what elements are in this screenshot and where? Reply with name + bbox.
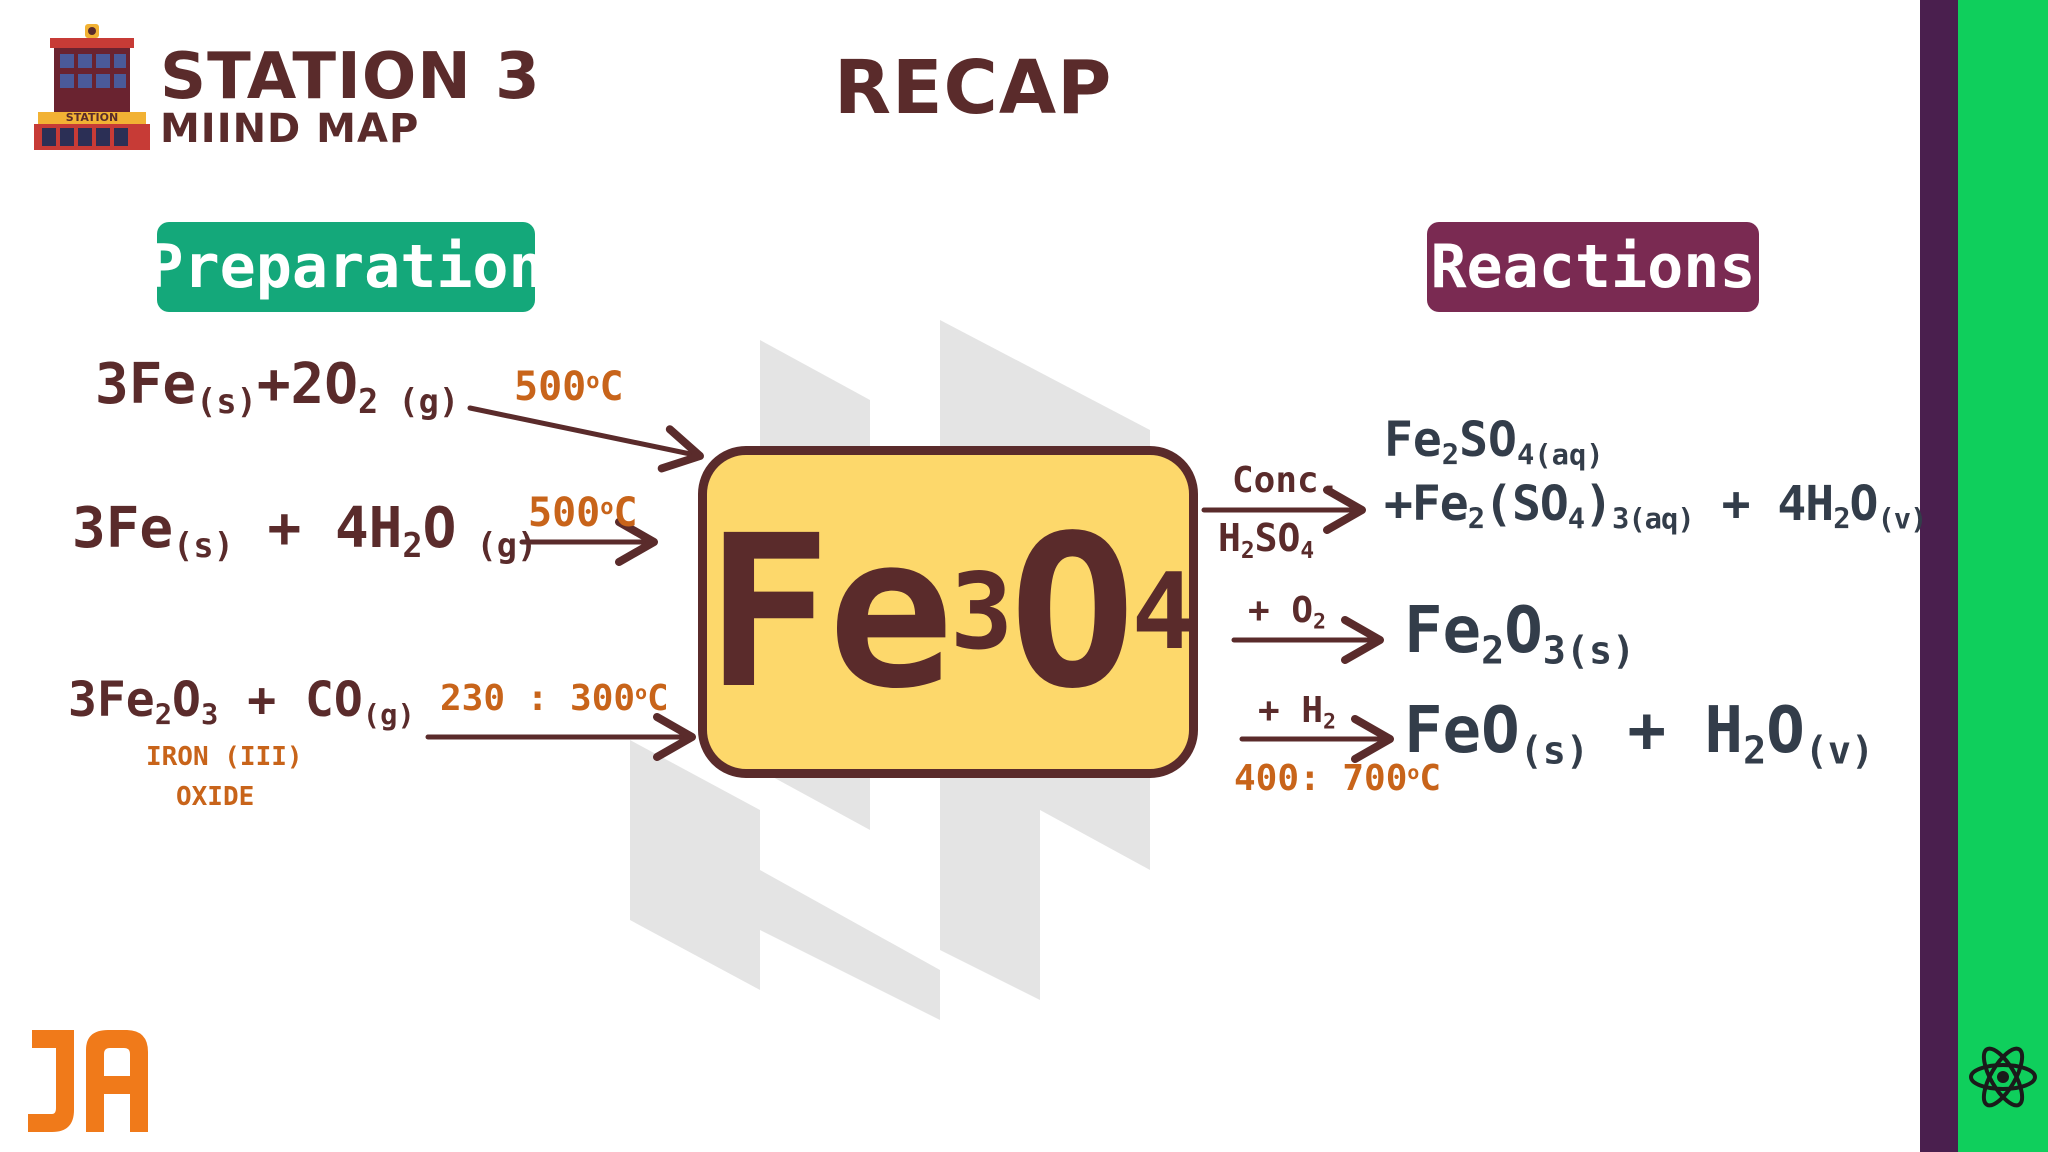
- react-p1l2-a: +Fe: [1384, 476, 1469, 532]
- react-cond-3-unit: C: [1419, 758, 1441, 799]
- react-p1l2-e: O: [1849, 476, 1879, 532]
- react-reagent-1-line2: H2SO4: [1218, 516, 1314, 564]
- react-p3-a: FeO: [1404, 694, 1520, 768]
- react-p1-sub1: 2: [1441, 437, 1460, 472]
- react-product-1-line2: +Fe2(SO4)3(aq) + 4H2O(v): [1384, 476, 1927, 536]
- react-p1-a: Fe: [1384, 412, 1442, 468]
- prep-cond-1-unit: C: [599, 364, 624, 410]
- prep-eq-2-sub-a: (s): [173, 526, 234, 566]
- prep-eq-2-sub-b: 2: [402, 526, 423, 566]
- react-p3-c: O: [1766, 694, 1805, 768]
- prep-eq-1-part-a: 3Fe: [95, 352, 197, 417]
- react-reagent-1-so: SO: [1254, 516, 1301, 560]
- prep-eq-1-part-b: +2O: [256, 352, 358, 417]
- react-p1-b: SO: [1459, 412, 1517, 468]
- prep-eq-2: 3Fe(s) + 4H2O (g): [72, 496, 537, 565]
- react-reagent-2: + O2: [1248, 590, 1326, 634]
- ja-logo: [28, 1030, 148, 1132]
- station-title: STATION 3: [160, 40, 541, 114]
- react-cond-3: 400: 700oC: [1234, 758, 1441, 799]
- prep-eq-1-sub-a: (s): [196, 382, 257, 422]
- prep-eq-2-part-a: 3Fe: [72, 496, 174, 561]
- compound-sub-3: 3: [950, 551, 1013, 673]
- prep-note-line1: IRON (III): [146, 742, 303, 772]
- prep-eq-2-part-c: O: [422, 496, 457, 561]
- prep-eq-3-sub-c: (g): [362, 697, 415, 732]
- prep-eq-3-part-b: O: [172, 672, 201, 728]
- react-reagent-1-sub1: 2: [1240, 537, 1255, 564]
- prep-eq-3-sub-a: 2: [154, 697, 173, 732]
- reactions-pill: Reactions: [1427, 222, 1759, 312]
- react-reagent-1-h: H: [1218, 516, 1241, 560]
- prep-eq-3: 3Fe2O3 + CO(g): [68, 672, 415, 732]
- prep-eq-3-part-a: 3Fe: [68, 672, 155, 728]
- station-badge-text: STATION: [66, 111, 118, 124]
- react-reagent-3-sub: 2: [1323, 709, 1337, 735]
- prep-cond-3-unit: C: [647, 678, 669, 719]
- react-reagent-2-sub: 2: [1313, 609, 1327, 635]
- compound-o: O: [1009, 489, 1135, 735]
- prep-eq-1: 3Fe(s)+2O2 (g): [95, 352, 459, 421]
- react-p1l2-sub3: 3(aq): [1612, 501, 1695, 536]
- compound-sub-4: 4: [1131, 551, 1195, 673]
- react-p1l2-sub2: 4: [1567, 501, 1585, 536]
- prep-eq-2-sub-c: (g): [456, 526, 538, 566]
- arrow-prep-1: [467, 405, 704, 473]
- prep-eq-1-sub-b: 2 (g): [357, 382, 460, 422]
- prep-cond-3-value: 230 : 300: [440, 678, 636, 719]
- prep-cond-1: 500oC: [514, 364, 624, 410]
- sidebar-green-strip: [1958, 0, 2048, 1152]
- react-product-3: FeO(s) + H2O(v): [1404, 694, 1874, 774]
- react-p1-sub2: 4(aq): [1516, 437, 1604, 472]
- react-p2-sub1: 2: [1481, 628, 1505, 674]
- react-p1l2-c: ): [1584, 476, 1613, 532]
- react-p1l2-d: + 4H: [1693, 476, 1835, 532]
- react-cond-3-value: 400: 700: [1234, 758, 1408, 799]
- react-p1l2-b: (SO: [1484, 476, 1569, 532]
- react-p3-sub2: 2: [1743, 728, 1767, 774]
- prep-cond-3: 230 : 300oC: [440, 678, 669, 719]
- prep-eq-3-part-c: + CO: [218, 672, 363, 728]
- prep-eq-2-part-b: + 4H: [233, 496, 403, 561]
- arrows-layer: [425, 405, 1394, 763]
- station-subtitle: MIIND MAP: [160, 106, 420, 152]
- atom-icon: [1969, 1046, 2037, 1108]
- react-p3-sub3: (v): [1804, 728, 1875, 774]
- react-p1l2-sub4: 2: [1833, 501, 1850, 536]
- react-p2-a: Fe: [1404, 594, 1482, 668]
- prep-note-line2: OXIDE: [176, 782, 255, 812]
- react-p2-b: O: [1504, 594, 1543, 668]
- sidebar-purple-strip: [1920, 0, 1958, 1152]
- react-reagent-3: + H2: [1258, 690, 1336, 734]
- react-reagent-1-line1: Conc.: [1232, 460, 1341, 501]
- react-p1l2-sub5: (v): [1877, 501, 1927, 536]
- react-p3-sub1: (s): [1519, 728, 1589, 774]
- prep-cond-1-value: 500: [514, 364, 587, 410]
- react-reagent-3-text: + H: [1258, 690, 1324, 731]
- react-reagent-1-sub2: 4: [1300, 537, 1315, 564]
- prep-eq-3-sub-b: 3: [200, 697, 219, 732]
- compound-fe: Fe: [705, 489, 954, 735]
- react-product-2: Fe2O3(s): [1404, 594, 1635, 674]
- prep-cond-2-unit: C: [613, 490, 638, 536]
- prep-cond-2: 500oC: [528, 490, 638, 536]
- station-building-icon: STATION: [34, 24, 150, 150]
- prep-cond-2-value: 500: [528, 490, 601, 536]
- preparation-pill: Preparation: [147, 222, 545, 312]
- react-p2-sub2: 3(s): [1542, 628, 1636, 674]
- recap-title: RECAP: [834, 45, 1113, 131]
- react-p3-b: + H: [1588, 694, 1744, 768]
- react-product-1-line1: Fe2SO4(aq): [1384, 412, 1604, 472]
- react-reagent-2-text: + O: [1248, 590, 1314, 631]
- react-p1l2-sub1: 2: [1467, 501, 1485, 536]
